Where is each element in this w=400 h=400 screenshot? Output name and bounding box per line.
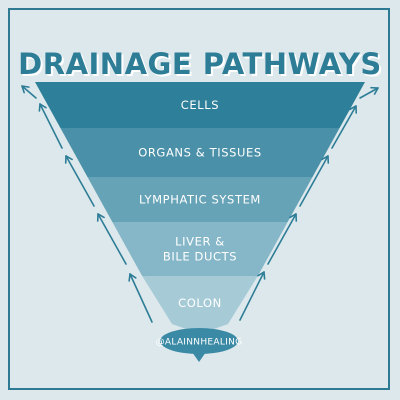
page-title: DRAINAGE PATHWAYS (18, 47, 382, 81)
up-arrow-icon (39, 103, 63, 149)
up-arrow-icon (97, 213, 127, 265)
handle-badge: @ALAINNHEALING (156, 328, 243, 362)
arrowhead-icon (349, 105, 358, 114)
arrows (21, 85, 379, 323)
up-arrow-icon (331, 105, 357, 149)
funnel-level-label: LYMPHATIC SYSTEM (139, 193, 261, 207)
up-arrow-icon (129, 273, 153, 323)
funnel-level-2 (60, 128, 340, 177)
funnel-level-label: ORGANS & TISSUES (138, 146, 262, 160)
funnel-level-3 (87, 177, 313, 222)
arrowhead-icon (289, 213, 298, 222)
arrowhead-icon (321, 155, 330, 164)
arrowhead-icon (21, 85, 30, 94)
funnel-level-label: LIVER & (175, 235, 225, 249)
funnel-level-1 (35, 82, 365, 128)
arrowhead-icon (96, 213, 105, 222)
funnel-layers: CELLS ORGANS & TISSUES LYMPHATIC SYSTEM LIV… (35, 82, 365, 334)
up-arrow-icon (21, 85, 37, 99)
funnel-level-label: CELLS (181, 98, 219, 112)
up-arrow-icon (299, 155, 329, 207)
up-arrow-icon (65, 155, 95, 207)
badge-shape (160, 328, 238, 354)
funnel-level-5 (142, 276, 258, 334)
border-frame (8, 8, 390, 390)
arrowhead-icon (257, 271, 266, 280)
up-arrow-icon (267, 213, 297, 265)
arrowhead-icon (128, 273, 137, 282)
arrowhead-icon (370, 86, 379, 95)
up-arrow-icon (239, 271, 265, 321)
funnel-level-label: COLON (178, 296, 222, 310)
badge-pointer (192, 352, 206, 362)
funnel-level-4 (112, 222, 288, 276)
funnel-level-label: BILE DUCTS (163, 250, 237, 264)
arrowhead-icon (64, 155, 73, 164)
arrowhead-icon (38, 103, 47, 112)
up-arrow-icon (359, 87, 379, 99)
handle-text: @ALAINNHEALING (156, 338, 243, 348)
